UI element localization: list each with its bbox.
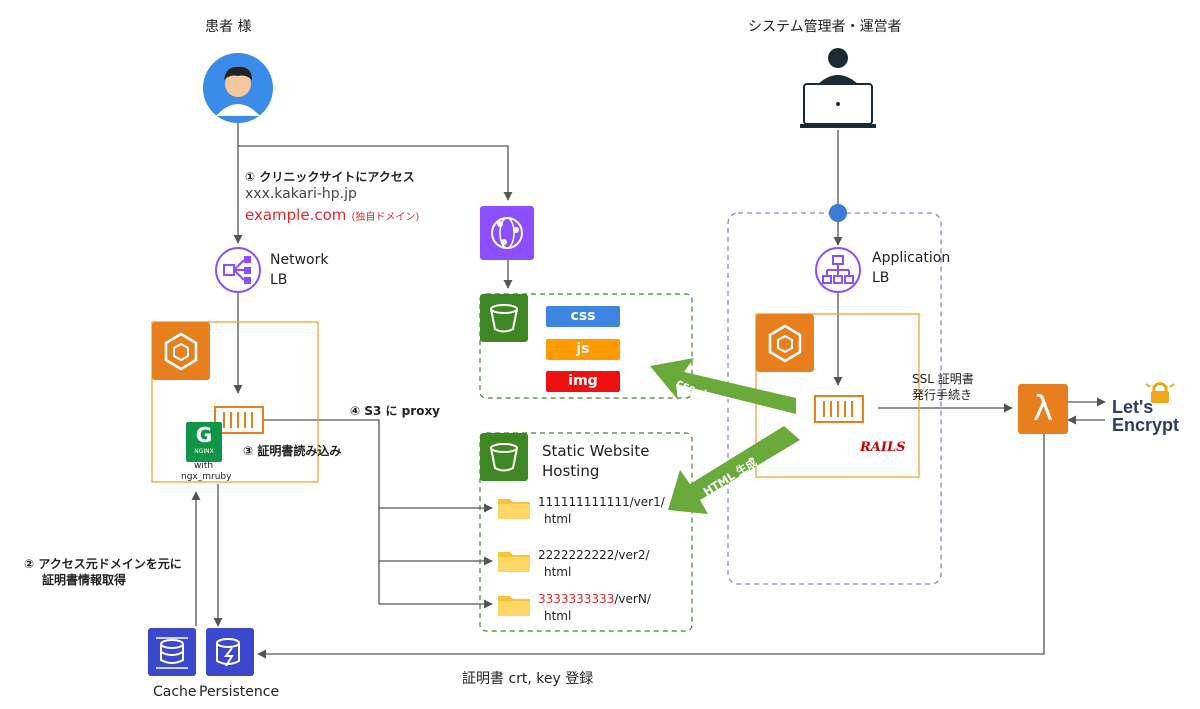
folder-2-path: 2222222222/ver2/ <box>538 548 650 562</box>
folder-2-suffix: /ver2/ <box>614 548 650 562</box>
ecs-icon <box>152 322 210 380</box>
letsencrypt-line-1: Let's <box>1112 397 1154 417</box>
patient-avatar-icon <box>203 53 273 123</box>
line-proxy <box>264 419 380 604</box>
folder-1-suffix: /ver1/ <box>629 495 665 509</box>
container-icon <box>214 406 264 434</box>
folder-3-prefix: 3333333333 <box>538 592 615 606</box>
custom-domain-note: (独自ドメイン) <box>351 212 420 223</box>
assets-arrow <box>650 358 796 414</box>
application-lb-label-1: Application <box>872 250 951 266</box>
custom-domain: example.com <box>245 206 347 224</box>
admin-label: システム管理者・運営者 <box>748 19 902 35</box>
static-hosting-label-2: Hosting <box>542 462 600 480</box>
nginx-logo: G NGINX <box>186 422 222 462</box>
nginx-logo-text: NGINX <box>194 448 214 455</box>
img-badge: img <box>546 371 620 392</box>
nginx-module: ngx_mruby <box>181 472 232 482</box>
persistence-label: Persistence <box>199 684 280 700</box>
cert-load-label: ③ 証明書読み込み <box>243 444 342 458</box>
line-lambda-persistence <box>257 434 1045 659</box>
nginx-with: with <box>194 461 214 471</box>
cloudfront-icon <box>480 206 534 260</box>
folder-1-prefix: 111111111111 <box>538 495 630 509</box>
js-badge: js <box>546 339 620 360</box>
container-icon <box>814 395 864 423</box>
s3-hosting-box <box>479 432 693 632</box>
register-label: 証明書 crt, key 登録 <box>462 671 594 687</box>
access-step-label: ① クリニックサイトにアクセス <box>245 170 415 184</box>
folder-icon <box>498 596 530 616</box>
network-lb-icon <box>215 247 261 293</box>
s3-bucket-icon <box>480 294 528 342</box>
letsencrypt-lock-icon <box>1145 382 1175 403</box>
folder-2-prefix: 2222222222 <box>538 548 615 562</box>
line-patient-cloudfront <box>238 145 513 201</box>
alb-dot <box>829 204 847 222</box>
static-hosting-label-1: Static Website <box>542 442 650 460</box>
cert-fetch-label-1: ② アクセス元ドメインを元に <box>24 557 182 571</box>
ssl-label-1: SSL 証明書 <box>912 372 974 386</box>
access-domain: xxx.kakari-hp.jp <box>245 186 357 202</box>
folder-1-sub: html <box>544 512 572 526</box>
css-badge: css <box>546 306 620 327</box>
folder-3-suffix: /verN/ <box>614 592 651 606</box>
proxy-label: ④ S3 に proxy <box>350 404 441 418</box>
cache-icon <box>148 628 196 676</box>
custom-domain-row: example.com (独自ドメイン) <box>245 205 419 224</box>
application-lb-label-2: LB <box>872 270 890 286</box>
html-arrow <box>668 426 800 514</box>
cache-label: Cache <box>153 684 197 700</box>
letsencrypt-line-2: Encrypt <box>1112 415 1180 435</box>
persistence-icon <box>206 628 254 676</box>
folder-2-sub: html <box>544 565 572 579</box>
cert-fetch-label-2: 証明書情報取得 <box>42 573 127 587</box>
s3-assets-box <box>479 293 693 399</box>
lambda-icon: λ <box>1018 384 1068 434</box>
network-lb-label-2: LB <box>270 272 288 288</box>
ssl-label-2: 発行手続き <box>912 388 973 402</box>
s3-hosting-icon <box>480 433 528 481</box>
folder-1-path: 111111111111/ver1/ <box>538 495 665 509</box>
ecs-icon <box>756 314 814 372</box>
rails-logo: RAILS <box>860 440 906 455</box>
folder-3-path: 3333333333/verN/ <box>538 592 651 606</box>
application-lb-icon <box>815 247 861 293</box>
patient-label: 患者 様 <box>205 19 252 35</box>
folder-icon <box>498 499 530 519</box>
ecs-nginx-box <box>151 321 319 483</box>
folder-3-sub: html <box>544 609 572 623</box>
network-lb-label-1: Network <box>270 252 329 268</box>
admin-laptop-icon <box>800 48 876 128</box>
folder-icon <box>498 552 530 572</box>
